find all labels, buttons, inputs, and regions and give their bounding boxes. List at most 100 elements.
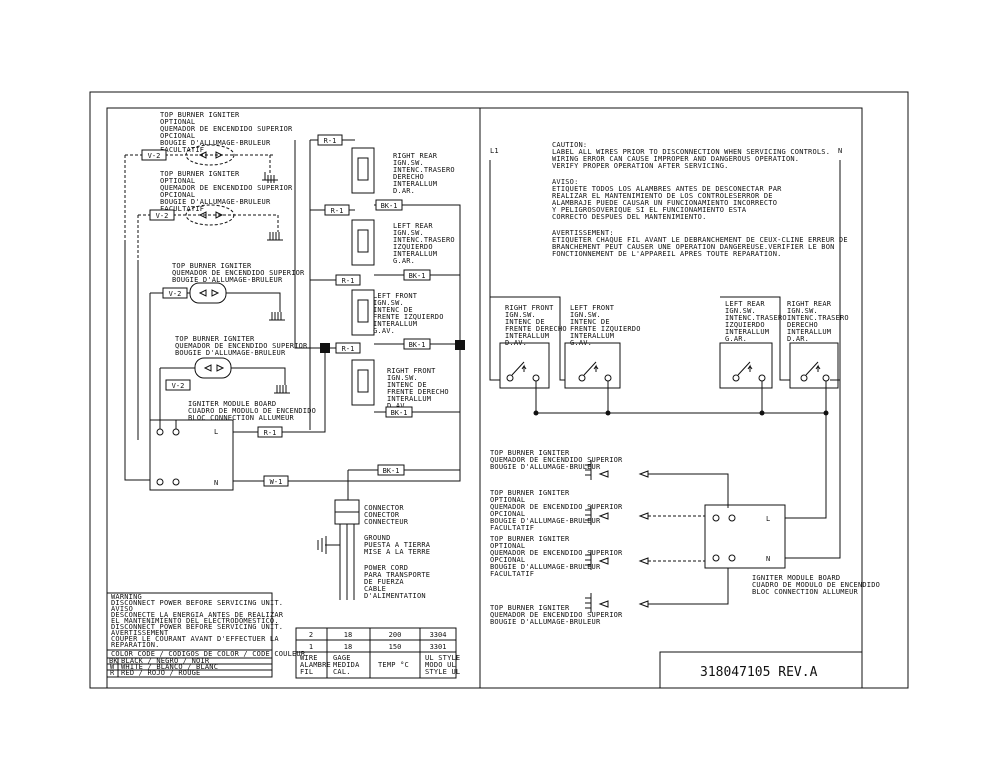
svg-text:OPTIONAL: OPTIONAL (490, 496, 525, 504)
svg-text:AVISO: AVISO (111, 605, 133, 613)
svg-text:G.AV.: G.AV. (373, 327, 395, 335)
part-number: 318047105 REV.A (700, 665, 818, 680)
svg-text:3304: 3304 (430, 631, 447, 639)
svg-text:INTERALLUM: INTERALLUM (725, 328, 769, 336)
svg-text:COLOR CODE / CODIGOS DE COLOR: COLOR CODE / CODIGOS DE COLOR / CODE COU… (111, 650, 306, 658)
svg-text:TOP BURNER IGNITER: TOP BURNER IGNITER (175, 335, 255, 343)
svg-text:INTERALLUM: INTERALLUM (787, 328, 831, 336)
switch-right-front-left: RIGHT FRONT IGN.SW. INTENC DE FRENTE DER… (351, 359, 449, 410)
svg-text:IGN.SW.: IGN.SW. (387, 374, 418, 382)
svg-text:R-1: R-1 (264, 429, 277, 437)
svg-text:L: L (214, 428, 218, 436)
svg-text:BLOC CONNECTION ALLUMEUR: BLOC CONNECTION ALLUMEUR (752, 588, 859, 596)
svg-text:WHITE / BLANCO / BLANC: WHITE / BLANCO / BLANC (121, 663, 218, 671)
svg-text:EL MANTENIMIENTO DEL ELECTRODO: EL MANTENIMIENTO DEL ELECTRODOMESTICO. (111, 617, 279, 625)
svg-text:MEDIDA: MEDIDA (333, 661, 360, 669)
svg-text:FIL: FIL (300, 668, 313, 676)
svg-text:POWER CORD: POWER CORD (364, 564, 408, 572)
svg-text:INTENC DE: INTENC DE (373, 306, 413, 314)
aviso-text: AVISO: ETIQUETE TODOS LOS ALAMBRES ANTES… (552, 178, 782, 221)
svg-text:INTENC DE: INTENC DE (387, 381, 427, 389)
ground-symbol-main (317, 536, 327, 554)
svg-text:CORRECTO DESPUES DEL MANTENIMI: CORRECTO DESPUES DEL MANTENIMIENTO. (552, 213, 707, 221)
igniter-right-2: TOP BURNER IGNITER OPTIONAL QUEMADOR DE … (490, 489, 705, 532)
svg-text:IGN.SW.: IGN.SW. (373, 299, 404, 307)
svg-text:18: 18 (344, 643, 352, 651)
igniter-label-2: TOP BURNER IGNITER OPTIONAL QUEMADOR DE … (160, 170, 293, 213)
svg-text:IGN.SW.: IGN.SW. (505, 311, 536, 319)
svg-text:BRANCHEMENT PEUT CAUSER UNE OP: BRANCHEMENT PEUT CAUSER UNE OPERATION DA… (552, 243, 835, 251)
svg-text:BK-1: BK-1 (381, 202, 398, 210)
svg-text:AVISO:: AVISO: (552, 178, 579, 186)
svg-text:DESCONECTE LA ENERGIA ANTES DE: DESCONECTE LA ENERGIA ANTES DE REALIZAR (111, 611, 284, 619)
svg-text:INTENC DE: INTENC DE (570, 318, 610, 326)
svg-text:BOUGIE D'ALLUMAGE-BRULEUR: BOUGIE D'ALLUMAGE-BRULEUR (172, 276, 283, 284)
svg-text:BLACK / NEGRO / NOIR: BLACK / NEGRO / NOIR (121, 657, 210, 665)
svg-text:BK-1: BK-1 (409, 272, 426, 280)
svg-text:V-2: V-2 (148, 152, 161, 160)
svg-text:TOP BURNER IGNITER: TOP BURNER IGNITER (490, 535, 570, 543)
svg-text:CONNECTEUR: CONNECTEUR (364, 518, 409, 526)
ground-symbol-2 (267, 232, 283, 241)
svg-text:REALIZAR EL MANTENIMIENTO DE L: REALIZAR EL MANTENIMIENTO DE LOS CONTROL… (552, 192, 773, 200)
svg-text:FACULTATIF: FACULTATIF (490, 524, 534, 532)
svg-text:INTENC.TRASERO: INTENC.TRASERO (787, 314, 849, 322)
svg-text:LEFT FRONT: LEFT FRONT (570, 304, 615, 312)
svg-text:N: N (214, 479, 218, 487)
svg-text:OPCIONAL: OPCIONAL (160, 191, 195, 199)
svg-text:RED / ROJO / ROUGE: RED / ROJO / ROUGE (121, 669, 200, 677)
svg-text:QUEMADOR DE ENCENDIDO SUPERIOR: QUEMADOR DE ENCENDIDO SUPERIOR (160, 125, 293, 133)
svg-text:IGNITER MODULE BOARD: IGNITER MODULE BOARD (188, 400, 276, 408)
svg-text:IGN.SW.: IGN.SW. (787, 307, 818, 315)
svg-text:IGN.SW.: IGN.SW. (570, 311, 601, 319)
svg-text:IZQUIERDO: IZQUIERDO (393, 243, 433, 251)
svg-text:BOUGIE D'ALLUMAGE-BRULEUR: BOUGIE D'ALLUMAGE-BRULEUR (490, 618, 601, 626)
svg-text:18: 18 (344, 631, 352, 639)
svg-text:CAL.: CAL. (333, 668, 351, 676)
svg-text:V-2: V-2 (156, 212, 169, 220)
svg-text:CONNECTOR: CONNECTOR (364, 504, 404, 512)
svg-text:ALAMBRE: ALAMBRE (300, 661, 331, 669)
svg-text:ETIQUETER CHAQUE FIL AVANT LE: ETIQUETER CHAQUE FIL AVANT LE DEBRANCHEM… (552, 236, 848, 244)
switch-left-rear-left: LEFT REAR IGN.SW. INTENC.TRASERO IZQUIER… (351, 219, 455, 266)
svg-text:3301: 3301 (430, 643, 447, 651)
svg-text:IGN.SW.: IGN.SW. (393, 159, 424, 167)
module-board-right (704, 504, 786, 569)
igniter-label-1: TOP BURNER IGNITER OPTIONAL QUEMADOR DE … (160, 111, 293, 154)
svg-text:INTERALLUM: INTERALLUM (393, 250, 437, 258)
svg-text:N: N (766, 555, 770, 563)
svg-text:ALAMBRAJE PUEDE CAUSAR UN FUNC: ALAMBRAJE PUEDE CAUSAR UN FUNCIONAMIENTO… (552, 199, 777, 207)
junction-left (320, 343, 330, 353)
svg-text:1: 1 (309, 643, 313, 651)
svg-text:FACULTATIF: FACULTATIF (160, 146, 204, 154)
svg-text:QUEMADOR DE ENCENDIDO SUPERIOR: QUEMADOR DE ENCENDIDO SUPERIOR (172, 269, 305, 277)
svg-text:BLOC CONNECTION ALLUMEUR: BLOC CONNECTION ALLUMEUR (188, 414, 295, 422)
svg-text:INTENC.TRASERO: INTENC.TRASERO (393, 166, 455, 174)
svg-text:DERECHO: DERECHO (393, 173, 424, 181)
switch-right-rear-right: RIGHT REAR IGN.SW. INTENC.TRASERO DERECH… (787, 300, 849, 389)
svg-text:INTENC.TRASERO: INTENC.TRASERO (725, 314, 787, 322)
svg-text:RIGHT REAR: RIGHT REAR (787, 300, 832, 308)
wire-spec-table: 2 18 200 3304 1 18 150 3301 WIRE ALAMBRE… (295, 627, 460, 679)
igniter-right-1: TOP BURNER IGNITER QUEMADOR DE ENCENDIDO… (490, 449, 729, 508)
svg-text:WIRING ERROR CAN CAUSE IMPROPE: WIRING ERROR CAN CAUSE IMPROPER AND DANG… (552, 155, 799, 163)
svg-text:AVERTISSEMENT: AVERTISSEMENT (111, 629, 169, 637)
svg-text:OPCIONAL: OPCIONAL (160, 132, 195, 140)
svg-text:N: N (838, 147, 842, 155)
svg-text:TOP BURNER IGNITER: TOP BURNER IGNITER (172, 262, 252, 270)
svg-text:Y PELIGROSOVERIQUE SI EL FUNCI: Y PELIGROSOVERIQUE SI EL FUNCIONAMIENTO … (552, 206, 747, 214)
module-board-left (149, 419, 234, 491)
svg-text:FRENTE IZQUIERDO: FRENTE IZQUIERDO (373, 313, 444, 321)
svg-text:RIGHT FRONT: RIGHT FRONT (505, 304, 554, 312)
svg-text:QUEMADOR DE ENCENDIDO SUPERIOR: QUEMADOR DE ENCENDIDO SUPERIOR (490, 549, 623, 557)
svg-text:WIRE: WIRE (300, 654, 318, 662)
svg-text:LABEL ALL WIRES PRIOR TO DISCO: LABEL ALL WIRES PRIOR TO DISCONNECTION W… (552, 148, 830, 156)
svg-text:CABLE: CABLE (364, 585, 386, 593)
svg-text:D'ALIMENTATION: D'ALIMENTATION (364, 592, 426, 600)
svg-text:FACULTATIF: FACULTATIF (160, 205, 204, 213)
module-label-left: IGNITER MODULE BOARD CUADRO DE MODULO DE… (188, 400, 316, 422)
svg-text:R-1: R-1 (324, 137, 337, 145)
svg-text:DISCONNECT POWER BEFORE SERVIC: DISCONNECT POWER BEFORE SERVICING UNIT. (111, 623, 283, 631)
svg-text:G.AR.: G.AR. (393, 257, 415, 265)
switch-right-rear-left: RIGHT REAR IGN.SW. INTENC.TRASERO DERECH… (351, 147, 455, 195)
